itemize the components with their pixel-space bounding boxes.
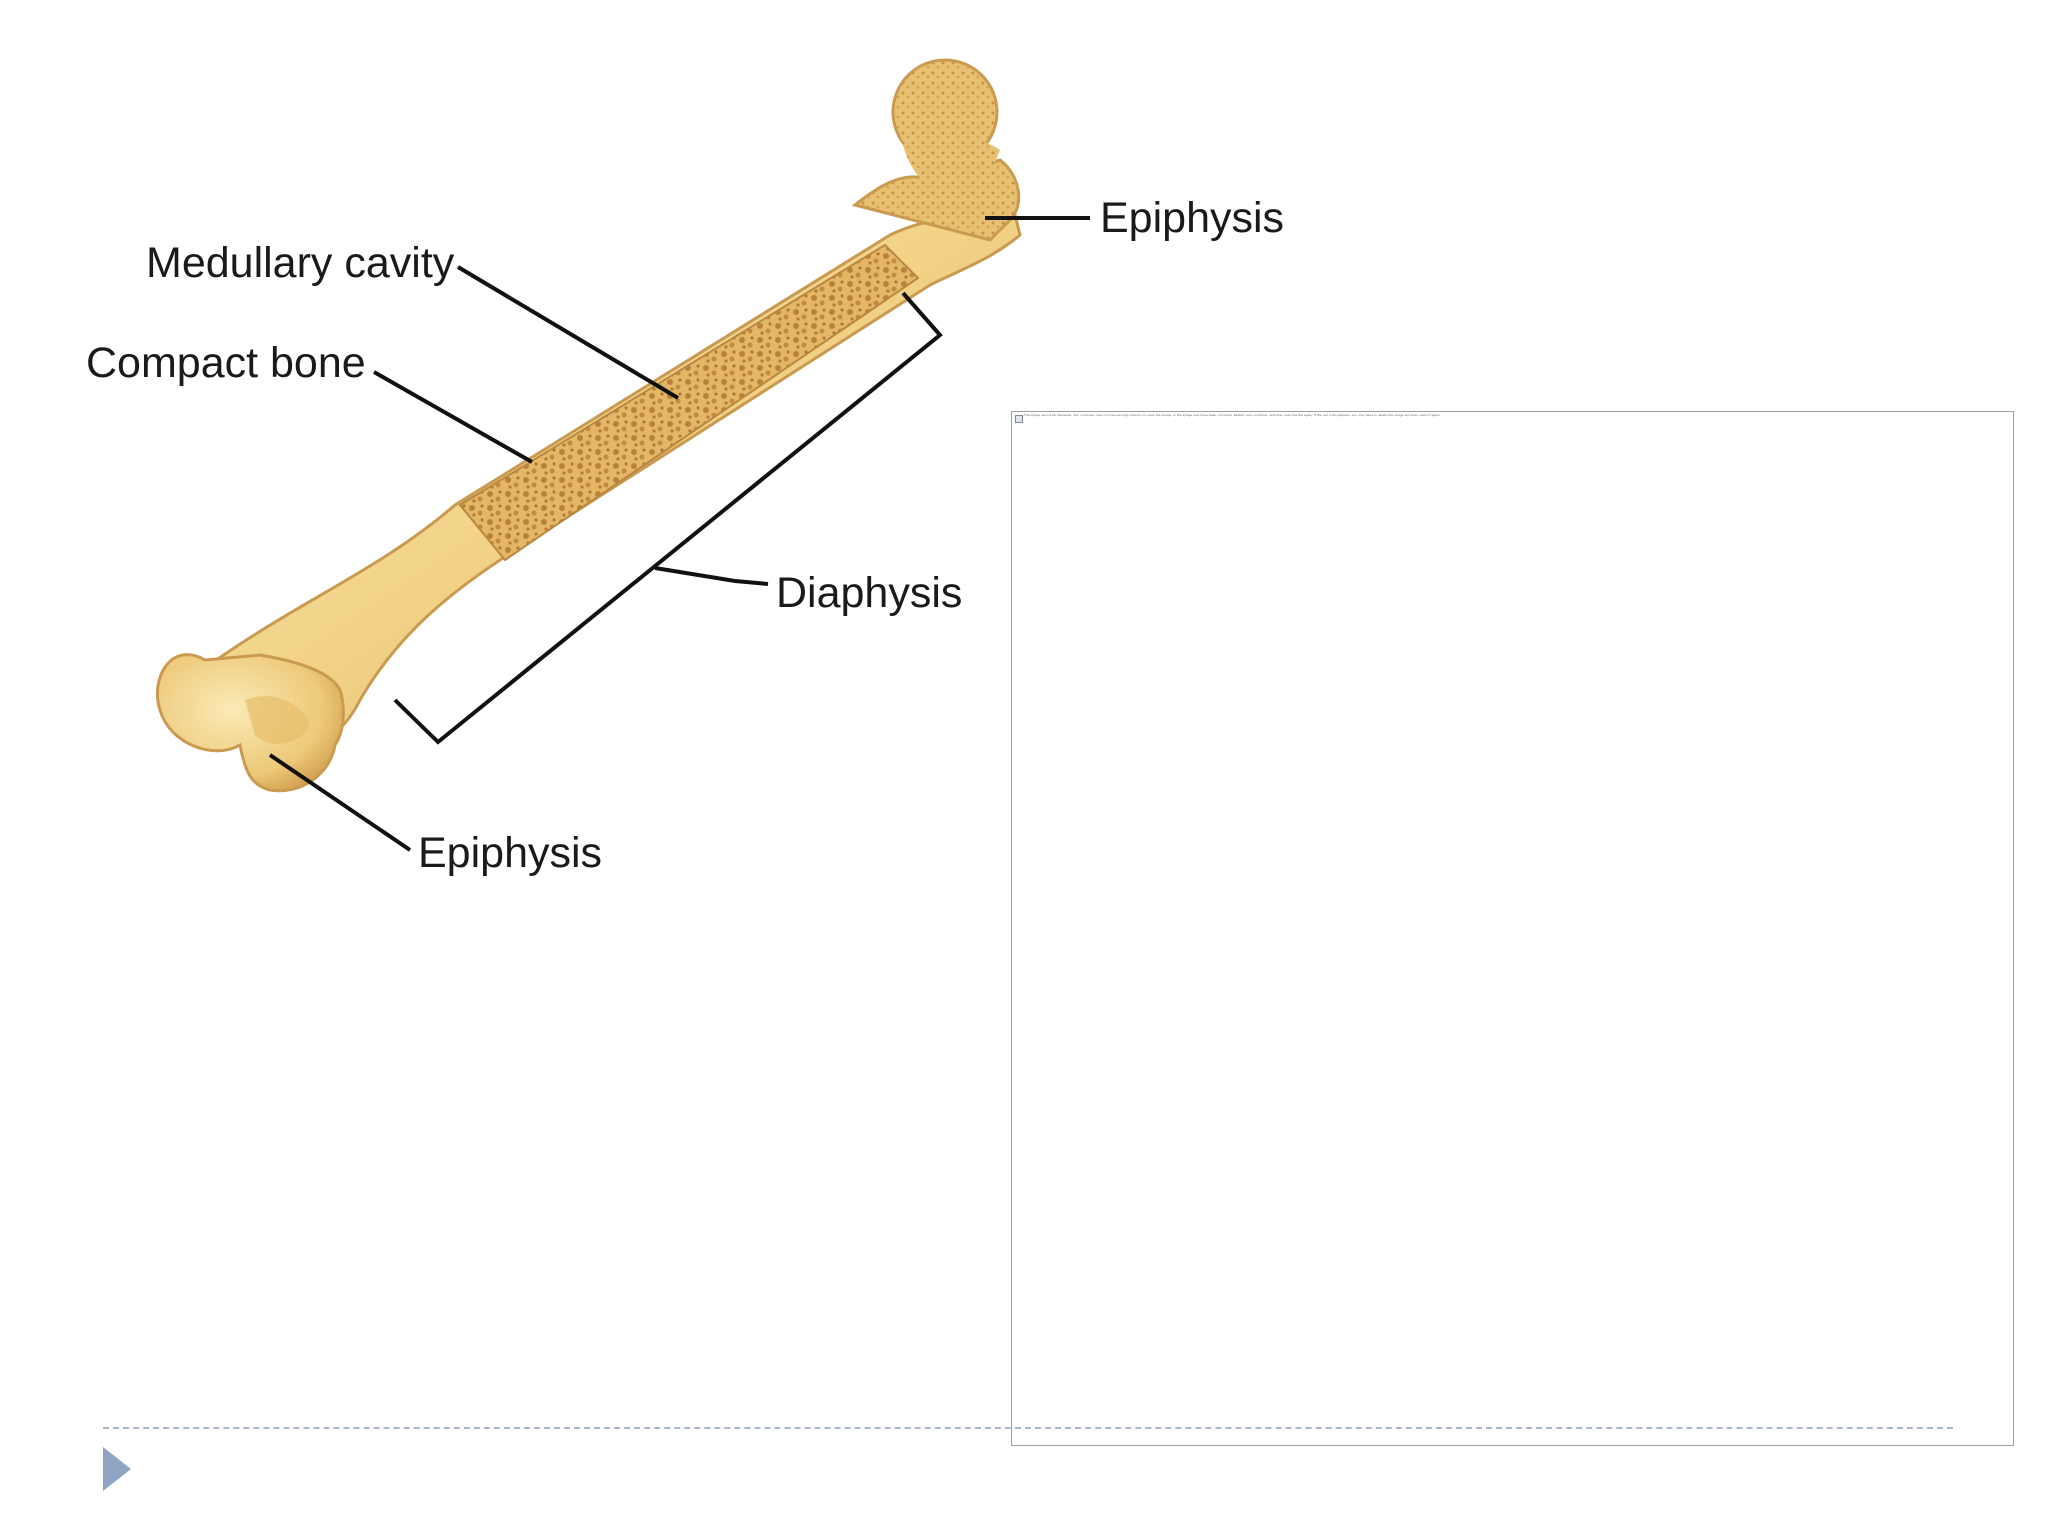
leader-compact-bone — [374, 372, 532, 462]
medullary-cavity-section — [460, 245, 918, 560]
broken-image-placeholder[interactable]: The image cannot be displayed. Your comp… — [1011, 411, 2014, 1446]
footer-divider — [103, 1427, 1953, 1429]
leader-medullary-cavity — [458, 267, 678, 398]
distal-condyles — [157, 655, 343, 791]
triangle-bullet-icon — [103, 1447, 131, 1491]
broken-image-icon — [1015, 415, 1023, 423]
label-compact-bone: Compact bone — [86, 339, 366, 387]
broken-image-message: The image cannot be displayed. Your comp… — [1024, 413, 2004, 417]
leader-diaphysis — [655, 568, 768, 584]
leader-epiphysis-bottom — [270, 755, 410, 850]
label-epiphysis-top: Epiphysis — [1100, 194, 1284, 242]
label-epiphysis-bottom: Epiphysis — [418, 829, 602, 877]
label-medullary-cavity: Medullary cavity — [146, 239, 455, 287]
label-diaphysis: Diaphysis — [776, 569, 962, 617]
